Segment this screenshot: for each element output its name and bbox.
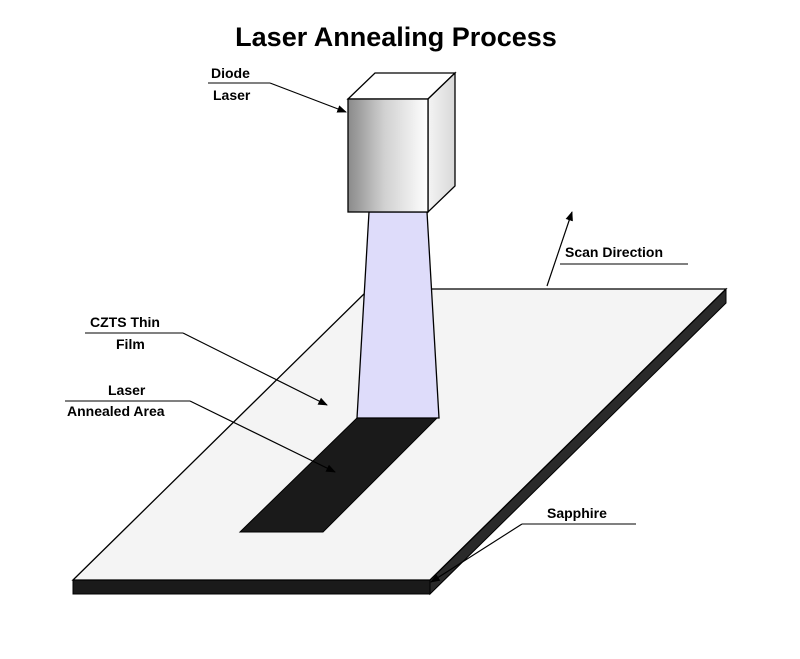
- diode-laser-leader: [269, 82, 347, 113]
- diagram-title: Laser Annealing Process: [235, 22, 557, 52]
- label-diode-laser: Diode Laser: [208, 65, 347, 113]
- diode-laser-front-face: [347, 98, 429, 213]
- annealed-leader: [189, 400, 336, 473]
- scan-direction-arrow: [546, 211, 573, 287]
- label-laser-annealed-area: Laser Annealed Area: [65, 382, 336, 473]
- label-scan-direction-text: Scan Direction: [565, 244, 663, 260]
- label-diode-laser-line1: Diode: [211, 65, 250, 81]
- diode-laser: [346, 71, 457, 214]
- substrate-front-edge: [72, 579, 431, 595]
- label-annealed-line1: Laser: [108, 382, 146, 398]
- label-annealed-line2: Annealed Area: [67, 403, 165, 419]
- label-scan-direction: Scan Direction: [546, 211, 688, 287]
- laser-beam: [356, 211, 440, 419]
- sapphire-substrate: [72, 287, 727, 596]
- sapphire-leader: [430, 523, 523, 583]
- label-czts-thin-film: CZTS Thin Film: [85, 314, 328, 406]
- label-czts-line1: CZTS Thin: [90, 314, 160, 330]
- label-diode-laser-line2: Laser: [213, 87, 251, 103]
- label-sapphire-text: Sapphire: [547, 505, 607, 521]
- label-czts-line2: Film: [116, 336, 145, 352]
- label-sapphire: Sapphire: [430, 505, 636, 583]
- czts-leader: [182, 332, 328, 406]
